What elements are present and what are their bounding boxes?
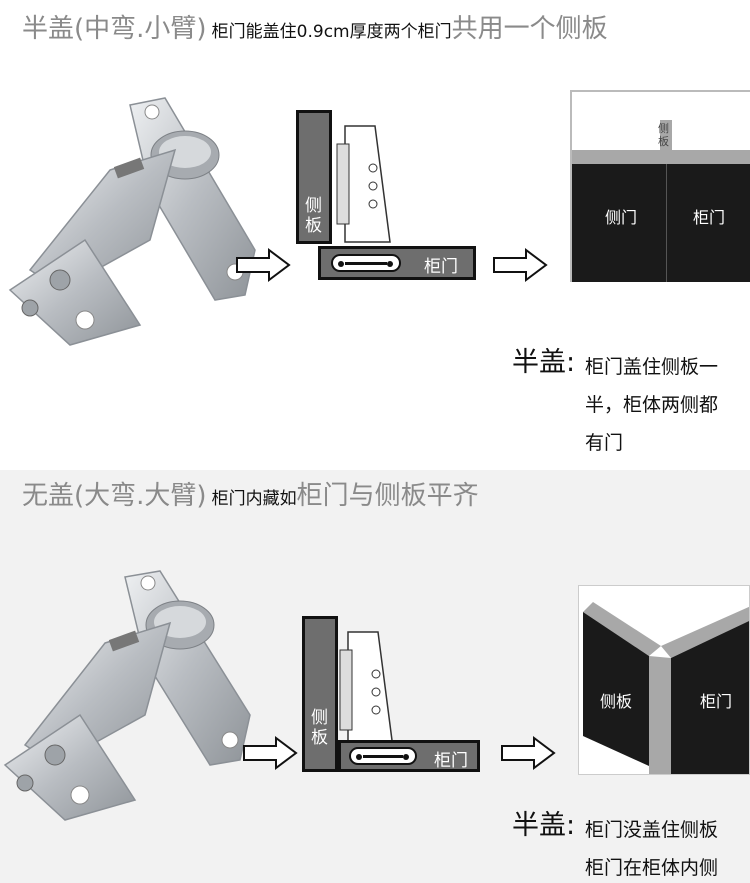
result-left-label: 侧门 [605, 208, 638, 227]
section-half-overlay: 半盖(中弯.小臂) 柜门能盖住0.9cm厚度两个柜门共用一个侧板 侧板 [8, 8, 750, 462]
note-line: 半，柜体两侧都 [585, 394, 719, 416]
note-line: 有门 [585, 432, 624, 454]
note-line: 柜门没盖住侧板 [585, 819, 719, 841]
note-line: 柜门盖住侧板一 [585, 356, 719, 378]
title-description: 柜门内藏如 [211, 489, 297, 509]
result-right-label: 柜门 [700, 692, 733, 711]
arrow-right-icon [236, 248, 291, 282]
note-text: 柜门没盖住侧板 柜门在柜体内侧 [585, 811, 718, 883]
side-panel-label: 侧板 [305, 196, 322, 236]
door-label: 柜门 [424, 257, 458, 277]
arrow-right-icon [493, 248, 548, 282]
hinge-side-view [336, 125, 391, 243]
result-top-label: 侧板 [658, 122, 669, 148]
section-title: 半盖(中弯.小臂) 柜门能盖住0.9cm厚度两个柜门共用一个侧板 [22, 8, 608, 45]
cabinet-door [338, 740, 480, 772]
note-label: 半盖: [512, 810, 576, 841]
note-label-wrap: 半盖: [512, 344, 575, 384]
arrow-right-icon [243, 736, 298, 770]
title-main: 无盖(大弯.大臂) [22, 481, 207, 511]
hinge-image [3, 570, 251, 821]
title-main: 半盖(中弯.小臂) [22, 14, 207, 44]
side-panel [302, 616, 338, 772]
title-description: 柜门能盖住0.9cm厚度两个柜门 [211, 22, 452, 42]
door-label: 柜门 [434, 751, 468, 771]
result-diagram [578, 585, 750, 775]
side-panel-label: 侧板 [311, 708, 328, 748]
title-tail: 柜门与侧板平齐 [296, 481, 479, 511]
result-diagram [570, 90, 750, 282]
section-title: 无盖(大弯.大臂) 柜门内藏如柜门与侧板平齐 [22, 475, 479, 512]
hinge-image [8, 97, 256, 346]
note-label-wrap: 半盖: [512, 807, 575, 847]
section-full-inset: 无盖(大弯.大臂) 柜门内藏如柜门与侧板平齐 侧板 [0, 470, 750, 883]
hinge-side-view [339, 631, 394, 749]
title-tail: 共用一个侧板 [451, 14, 608, 44]
note-label: 半盖: [512, 347, 576, 378]
arrow-right-icon [501, 736, 556, 770]
side-panel [296, 110, 332, 244]
cabinet-door [318, 246, 476, 280]
note-line: 柜门在柜体内侧 [585, 857, 719, 879]
result-left-label: 侧板 [600, 692, 633, 711]
note-text: 柜门盖住侧板一 半，柜体两侧都 有门 [585, 348, 718, 462]
result-right-label: 柜门 [693, 208, 726, 227]
